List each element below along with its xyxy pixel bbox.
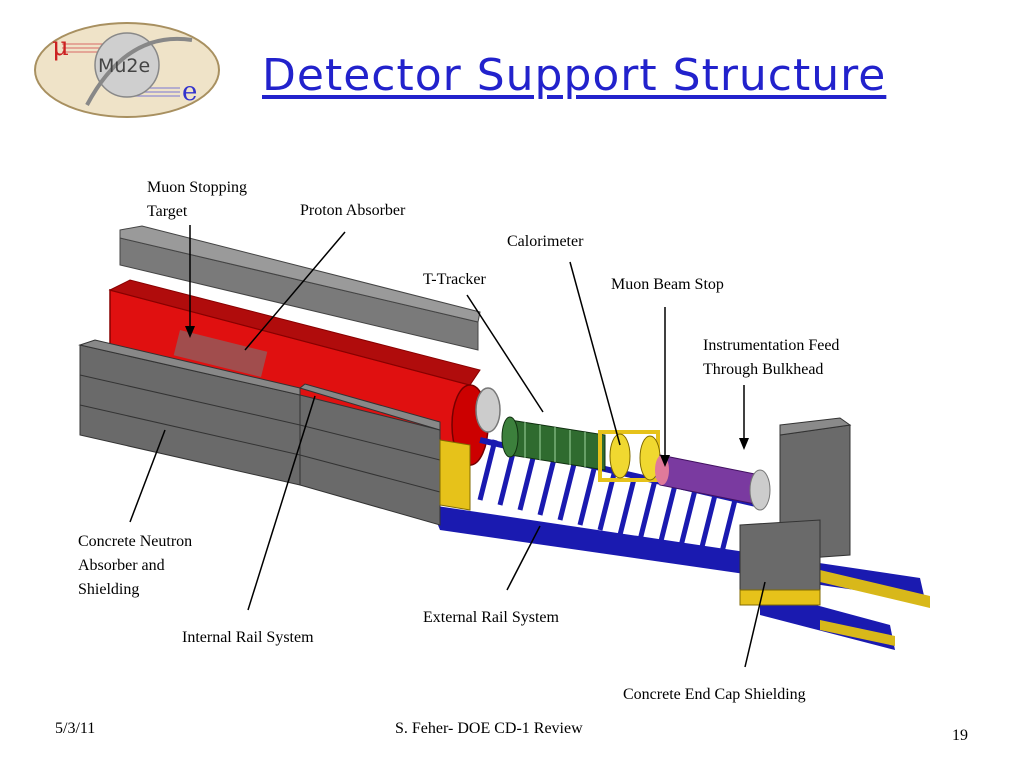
external-rail-ribs bbox=[477, 439, 738, 561]
callout-external-rail bbox=[506, 525, 541, 591]
logo-orbit bbox=[85, 36, 193, 106]
concrete-top-row bbox=[119, 225, 481, 351]
logo-sphere bbox=[94, 32, 160, 98]
label-concrete-neutron-absorber: Concrete Neutron Absorber and Shielding bbox=[78, 530, 192, 602]
label-muon-beam-stop: Muon Beam Stop bbox=[611, 276, 724, 293]
callout-lines bbox=[129, 225, 766, 668]
logo-text: Mu2e bbox=[98, 55, 150, 77]
callout-internal-rail bbox=[247, 395, 316, 611]
label-concrete-neutron-line2: Absorber and bbox=[78, 557, 165, 574]
muon-beam-stop bbox=[655, 454, 771, 511]
logo-mu: μ bbox=[52, 32, 69, 62]
concrete-neutron-absorber bbox=[78, 339, 471, 526]
callout-calorimeter bbox=[569, 261, 621, 446]
logo-e: e bbox=[182, 77, 197, 107]
footer-page-number: 19 bbox=[952, 727, 968, 744]
callout-t-tracker bbox=[466, 294, 544, 413]
label-t-tracker: T-Tracker bbox=[423, 271, 486, 288]
calorimeter bbox=[598, 430, 661, 482]
label-instrumentation-line1: Instrumentation Feed bbox=[703, 337, 840, 354]
t-tracker bbox=[501, 416, 606, 471]
label-proton-absorber: Proton Absorber bbox=[300, 202, 406, 219]
callout-arrowheads bbox=[185, 326, 749, 467]
mu2e-logo: μ Mu2e e bbox=[34, 22, 220, 118]
label-muon-stopping-target-line2: Target bbox=[147, 203, 188, 220]
label-external-rail: External Rail System bbox=[423, 609, 559, 626]
callout-proton-absorber bbox=[244, 231, 346, 351]
label-end-cap: Concrete End Cap Shielding bbox=[623, 686, 806, 703]
label-internal-rail: Internal Rail System bbox=[182, 629, 314, 646]
label-concrete-neutron-line3: Shielding bbox=[78, 581, 140, 598]
label-calorimeter: Calorimeter bbox=[507, 233, 584, 250]
callout-neutron-absorber bbox=[129, 429, 166, 523]
footer-date: 5/3/11 bbox=[55, 720, 96, 737]
label-muon-stopping-target: Muon Stopping Target bbox=[147, 176, 247, 224]
label-instrumentation-line2: Through Bulkhead bbox=[703, 361, 824, 378]
footer-center: S. Feher- DOE CD-1 Review bbox=[395, 720, 583, 737]
label-muon-stopping-target-line1: Muon Stopping bbox=[147, 179, 248, 196]
concrete-end-cap bbox=[739, 417, 852, 606]
callout-end-cap bbox=[744, 581, 766, 668]
slide-title: Detector Support Structure bbox=[262, 50, 887, 101]
label-instrumentation-feed: Instrumentation Feed Through Bulkhead bbox=[703, 334, 839, 382]
label-concrete-neutron-line1: Concrete Neutron bbox=[78, 533, 193, 550]
